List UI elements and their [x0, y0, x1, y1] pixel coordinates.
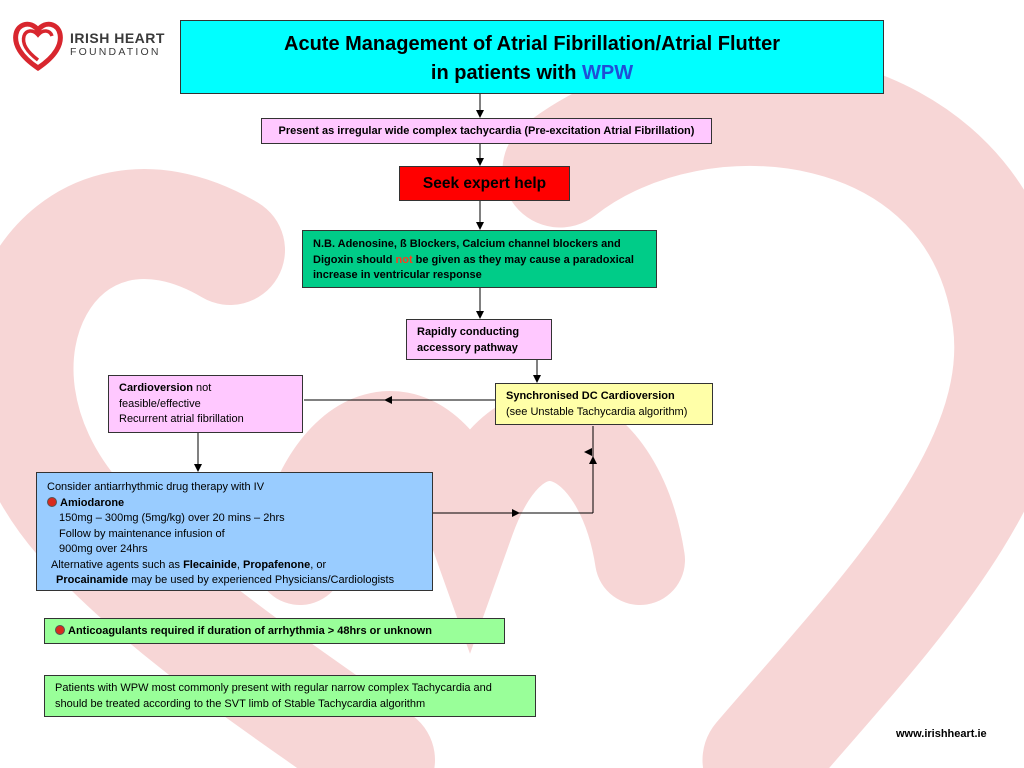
cardio-rest: not	[192, 382, 212, 394]
anti-sep2: , or	[310, 558, 327, 571]
page-title-line1: Acute Management of Atrial Fibrillation/…	[284, 33, 780, 55]
page-title-line2: in patients with WPW	[181, 59, 883, 88]
patients-note-box: Patients with WPW most commonly present …	[44, 675, 536, 717]
bullet-icon	[47, 496, 57, 507]
nb-text-after: be given as they may cause a paradoxical…	[313, 253, 634, 282]
anti-dose2: Follow by maintenance infusion of	[59, 527, 225, 540]
anti-alt-row2: Procainamide may be used by experienced …	[47, 573, 422, 589]
arrow-up-sync	[589, 456, 597, 464]
cardioversion-not-feasible-box: Cardioversion not feasible/effective Rec…	[108, 375, 303, 433]
anti-drug-row: Amiodarone	[47, 496, 422, 512]
arrow-to-cardio	[384, 396, 392, 404]
anti-alt1: Flecainide	[183, 558, 237, 571]
rapid-line1: Rapidly conducting	[417, 326, 520, 338]
anticoagulants-box: Anticoagulants required if duration of a…	[44, 618, 505, 644]
anti-alt2: Propafenone	[243, 558, 311, 571]
anti-alt3: Procainamide	[56, 574, 129, 586]
page-title-box: Acute Management of Atrial Fibrillation/…	[180, 20, 884, 94]
nb-not: not	[395, 253, 413, 266]
heart-logo-icon	[13, 21, 63, 72]
sync-line1: Synchronised DC Cardioversion	[506, 390, 675, 402]
present-box: Present as irregular wide complex tachyc…	[261, 118, 712, 144]
anti-dose1: 150mg – 300mg (5mg/kg) over 20 mins – 2h…	[59, 512, 285, 524]
rapid-pathway-box: Rapidly conducting accessory pathway	[406, 319, 552, 360]
patients-line1: Patients with WPW most commonly present …	[55, 682, 492, 694]
page-title-wpw: WPW	[582, 62, 634, 84]
seek-expert-box: Seek expert help	[399, 166, 570, 201]
nb-text-before: N.B. Adenosine, ß Blockers, Calcium chan…	[313, 238, 621, 266]
website-link[interactable]: www.irishheart.ie	[896, 728, 987, 740]
logo-wordmark: IRISH HEART FOUNDATION	[70, 30, 165, 58]
anti-alt-prefix: Alternative agents such as	[51, 558, 184, 571]
sync-line2: (see Unstable Tachycardia algorithm)	[506, 405, 688, 418]
nb-warning-box: N.B. Adenosine, ß Blockers, Calcium chan…	[302, 230, 657, 288]
bullet-icon	[55, 625, 65, 635]
logo-line1: IRISH HEART	[70, 30, 165, 46]
cardio-line1: Cardioversion not	[119, 381, 292, 397]
arrow-left-sync	[584, 448, 592, 456]
rapid-line2: accessory pathway	[417, 341, 518, 354]
anti-dose3: 900mg over 24hrs	[59, 543, 148, 555]
anti-alt-row: Alternative agents such as Flecainide, P…	[47, 558, 422, 574]
anticoag-text: Anticoagulants required if duration of a…	[68, 625, 432, 637]
logo-line2: FOUNDATION	[70, 46, 161, 58]
anti-sep1: ,	[236, 558, 243, 571]
cardio-bold: Cardioversion	[119, 382, 193, 394]
arrow-right-anti	[512, 509, 520, 517]
anti-alt-suffix: may be used by experienced Physicians/Ca…	[128, 574, 395, 586]
antiarrhythmic-box: Consider antiarrhythmic drug therapy wit…	[36, 472, 433, 591]
page-title-prefix: in patients with	[430, 62, 583, 84]
patients-line2: should be treated according to the SVT l…	[55, 697, 426, 710]
anti-line1: Consider antiarrhythmic drug therapy wit…	[47, 481, 265, 493]
cardio-line3: Recurrent atrial fibrillation	[119, 413, 244, 425]
sync-cardioversion-box: Synchronised DC Cardioversion (see Unsta…	[495, 383, 713, 425]
anti-drug: Amiodarone	[60, 496, 125, 509]
cardio-line2: feasible/effective	[119, 397, 201, 410]
